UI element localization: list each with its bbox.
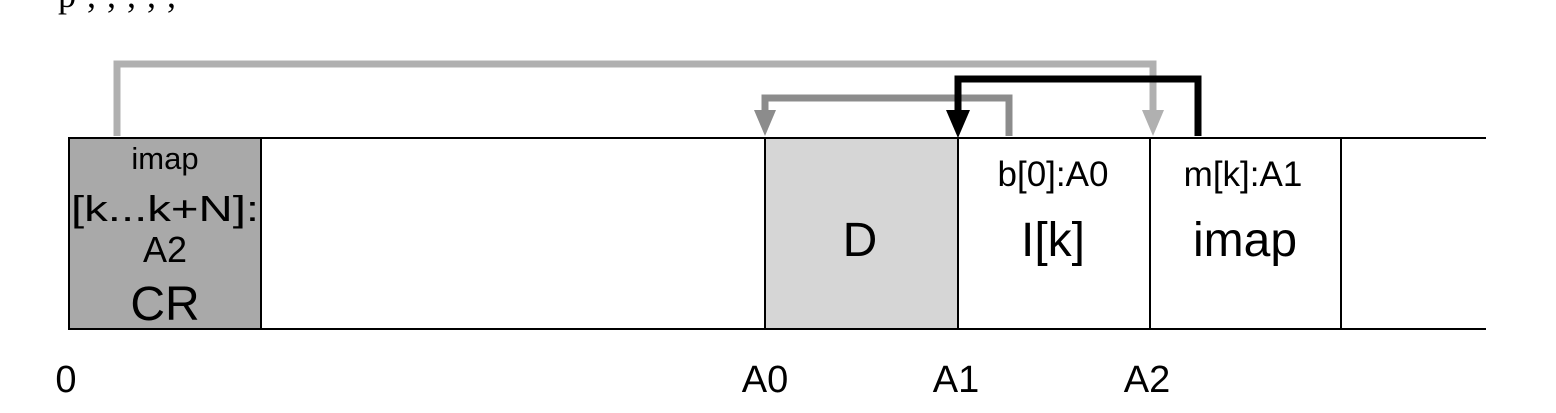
arrow-ik-to-a0 <box>754 94 1013 136</box>
arrow-imap-to-a1 <box>946 75 1202 138</box>
arrowhead-a1 <box>946 110 970 138</box>
axis-label-a2: A2 <box>1124 359 1170 401</box>
d-label: D <box>843 214 878 267</box>
cr-line-4: CR <box>130 278 199 331</box>
arrowhead-a0 <box>754 110 776 136</box>
cr-line-1: imap <box>131 141 198 176</box>
top-text-fragment: p , , , , , <box>0 0 1556 18</box>
d-block <box>765 138 958 329</box>
axis-label-a1: A1 <box>933 359 979 401</box>
arrow-cr-to-a2 <box>113 60 1164 136</box>
axis-label-0: 0 <box>55 359 76 401</box>
axis-label-a0: A0 <box>742 359 788 401</box>
imap-header: m[k]:A1 <box>1184 155 1303 194</box>
ik-header: b[0]:A0 <box>998 155 1109 194</box>
ik-label: I[k] <box>1021 214 1085 267</box>
cr-block <box>69 138 261 329</box>
cr-line-3: A2 <box>143 229 187 270</box>
cr-line-2: [k...k+N]: <box>71 188 259 229</box>
arrowhead-a2 <box>1142 110 1164 136</box>
top-text: p , , , , , <box>58 0 177 16</box>
imap-label: imap <box>1193 214 1297 267</box>
